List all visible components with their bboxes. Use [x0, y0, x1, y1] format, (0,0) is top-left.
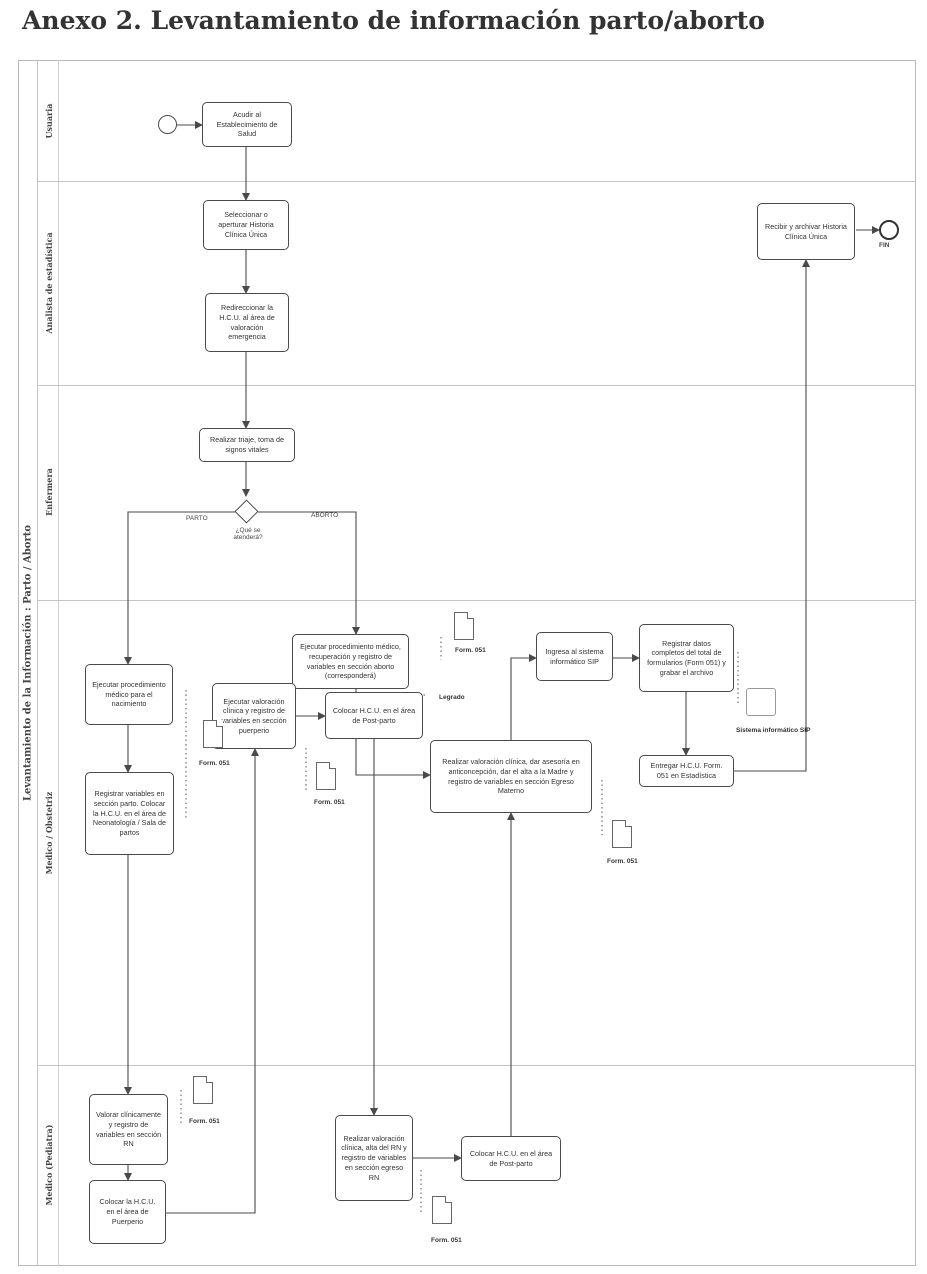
task-registrar-datos: Registrar datos completos del total de f… — [639, 624, 734, 692]
task-valoracion-egreso: Realizar valoración clínica, dar asesorí… — [430, 740, 592, 813]
end-event — [879, 220, 899, 240]
task-triaje: Realizar triaje, toma de signos vitales — [199, 428, 295, 462]
edge-entregar-recibir — [734, 259, 810, 772]
task-registrar-parto: Registrar variables en sección parto. Co… — [85, 772, 174, 855]
edge-decision-aborto — [258, 511, 360, 635]
doc-label: Form. 051 — [314, 799, 345, 806]
legrado-label: Legrado — [439, 694, 465, 701]
lane-divider — [38, 181, 916, 182]
edge-label-parto: PARTO — [186, 515, 208, 522]
task-valorar-rn: Valorar clínicamente y registro de varia… — [89, 1094, 168, 1165]
task-ingresa-sip: Ingresa al sistema informático SIP — [536, 632, 613, 681]
edge-colocar-puerperio-puerperio — [166, 748, 259, 1214]
end-label: FIN — [879, 242, 890, 249]
task-alta-rn: Realizar valoración clínica, alta del RN… — [335, 1115, 413, 1201]
lane-header-column — [38, 60, 59, 1266]
task-postparto-medico: Colocar H.C.U. en el área de Post-parto — [325, 692, 423, 739]
document-icon — [193, 1076, 213, 1104]
task-redireccionar: Redireccionar la H.C.U. al área de valor… — [205, 293, 289, 352]
document-icon — [203, 720, 223, 748]
document-icon — [316, 762, 336, 790]
page-title: Anexo 2. Levantamiento de información pa… — [22, 6, 765, 35]
decision-label: ¿Qué se atenderá? — [233, 527, 263, 541]
pool-frame — [18, 60, 916, 1266]
task-nacimiento: Ejecutar procedimiento médico para el na… — [85, 664, 173, 725]
doc-label: Form. 051 — [455, 647, 486, 654]
edge-label-aborto: ABORTO — [311, 512, 339, 519]
lane-divider — [38, 1065, 916, 1066]
sip-system-label: Sistema informático SIP — [736, 727, 811, 734]
lane-divider — [38, 600, 916, 601]
task-seleccionar: Seleccionar o aperturar Historia Clínica… — [203, 200, 289, 250]
task-entregar: Entregar H.C.U. Form. 051 en Estadística — [639, 755, 734, 787]
start-event — [158, 115, 177, 134]
task-aborto: Ejecutar procedimiento médico, recuperac… — [292, 634, 409, 689]
document-icon — [612, 820, 632, 848]
document-icon — [432, 1196, 452, 1224]
doc-label: Form. 051 — [607, 858, 638, 865]
edge-decision-parto — [124, 511, 236, 665]
task-postparto-pediatra: Colocar H.C.U. en el área de Post-parto — [461, 1136, 561, 1181]
edge-valoracion-ingresa — [510, 654, 537, 740]
document-icon — [454, 612, 474, 640]
doc-label: Form. 051 — [431, 1237, 462, 1244]
pool-header — [18, 60, 38, 1266]
task-puerperio: Ejecutar valoración clínica y registro d… — [212, 683, 296, 749]
doc-label: Form. 051 — [199, 760, 230, 767]
task-recibir: Recibir y archivar Historia Clínica Únic… — [757, 203, 855, 260]
database-icon — [746, 688, 776, 716]
task-acudir: Acudir al Establecimiento de Salud — [202, 102, 292, 147]
lane-divider — [38, 385, 916, 386]
task-colocar-puerperio: Colocar la H.C.U. en el área de Puerperi… — [89, 1180, 166, 1244]
doc-label: Form. 051 — [189, 1118, 220, 1125]
